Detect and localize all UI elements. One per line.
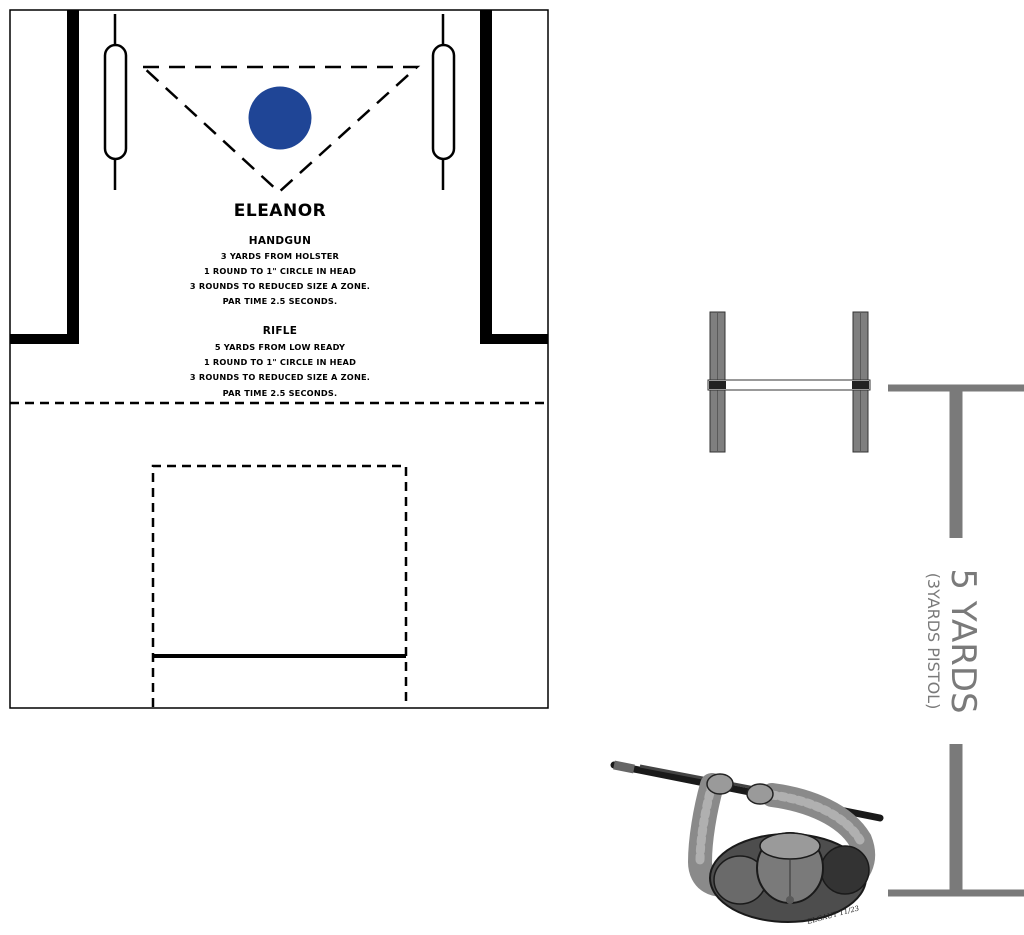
rifle-line: PAR TIME 2.5 SECONDS.	[223, 388, 338, 398]
rifle-line: 1 ROUND TO 1" CIRCLE IN HEAD	[204, 357, 356, 367]
left-pillar	[67, 10, 79, 344]
shooter-illustration: ELGAUT 11/23	[610, 760, 884, 926]
rifle-heading: RIFLE	[263, 325, 298, 337]
target-stand	[707, 311, 871, 453]
handgun-line: 3 ROUNDS TO REDUCED SIZE A ZONE.	[190, 281, 370, 291]
right-shoulder	[480, 334, 548, 344]
handgun-line: 1 ROUND TO 1" CIRCLE IN HEAD	[204, 266, 356, 276]
a-zone-box	[151, 464, 408, 707]
handgun-heading: HANDGUN	[249, 235, 311, 247]
target-sheet: ELEANOR HANDGUN 3 YARDS FROM HOLSTER 1 R…	[9, 9, 549, 709]
rifle-line: 5 YARDS FROM LOW READY	[215, 342, 346, 352]
right-ear	[431, 43, 456, 161]
distance-marker: 5 YARDS (3YARDS PISTOL)	[888, 384, 1024, 897]
head-circle	[248, 86, 312, 150]
left-ear	[103, 43, 128, 161]
handgun-line: 3 YARDS FROM HOLSTER	[221, 251, 340, 261]
cap-brim	[759, 832, 821, 860]
right-hand	[746, 783, 774, 805]
handgun-line: PAR TIME 2.5 SECONDS.	[223, 296, 338, 306]
right-pillar	[480, 10, 492, 344]
right-shoulder-sleeve	[820, 845, 870, 895]
head-triangle	[139, 65, 421, 194]
left-shoulder	[10, 334, 79, 344]
distance-sublabel: (3YARDS PISTOL)	[924, 573, 943, 710]
rifle-line: 3 ROUNDS TO REDUCED SIZE A ZONE.	[190, 372, 370, 382]
drill-title: ELEANOR	[234, 201, 326, 221]
stand-crossbar	[707, 379, 871, 391]
left-hand	[706, 773, 734, 795]
distance-label: 5 YARDS	[943, 568, 983, 713]
